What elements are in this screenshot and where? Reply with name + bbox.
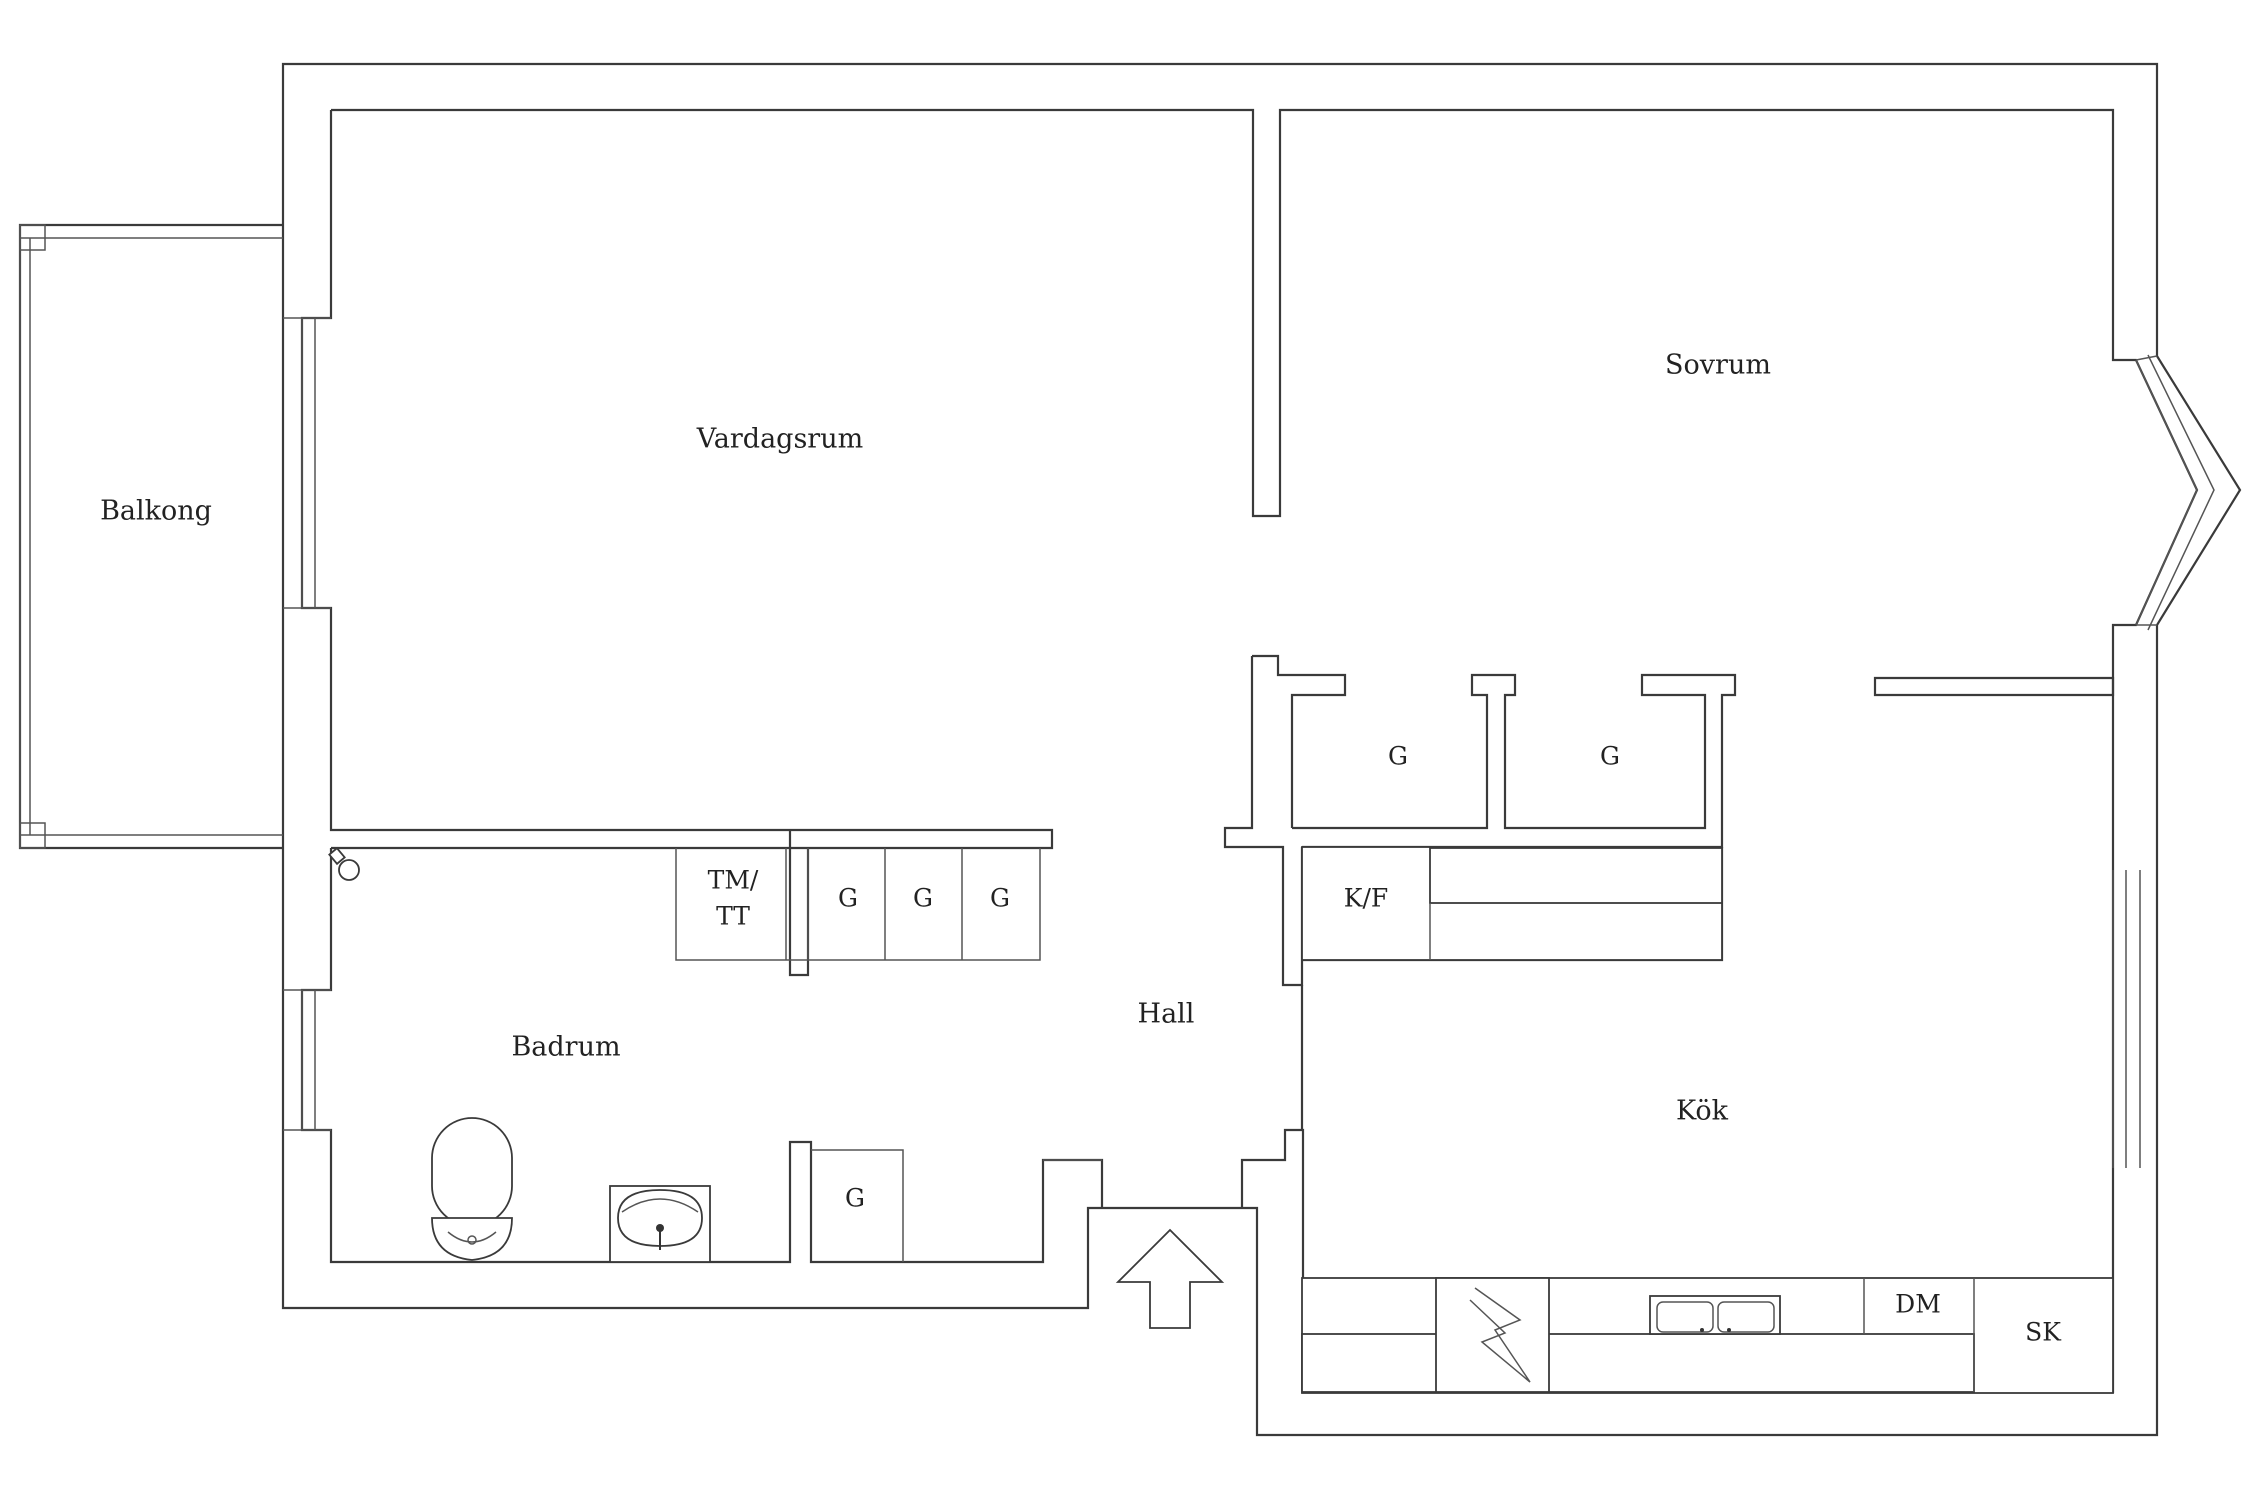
room-label-vardagsrum: Vardagsrum <box>696 424 863 455</box>
room-label-sovrum: Sovrum <box>1665 350 1771 381</box>
room-label-hall: Hall <box>1138 999 1195 1030</box>
balcony-outline <box>18 223 283 850</box>
wardrobe-label: G <box>838 884 858 913</box>
room-label-kok: Kök <box>1676 1096 1729 1127</box>
washer-dryer-label-line1: TM/ <box>708 866 759 895</box>
room-label-balkong: Balkong <box>100 496 212 527</box>
entrance-arrow-icon <box>1115 1228 1225 1329</box>
cabinet-label: SK <box>2025 1318 2062 1347</box>
toilet-icon <box>431 1117 513 1261</box>
kitchen-sink-icon <box>1649 1295 1781 1335</box>
wardrobe-label: G <box>1600 742 1620 771</box>
washbasin-icon <box>609 1185 711 1263</box>
wardrobe-label: G <box>845 1184 865 1213</box>
room-label-badrum: Badrum <box>511 1032 620 1063</box>
shower-head-icon <box>328 846 360 881</box>
wardrobe-label: G <box>990 884 1010 913</box>
wardrobe-label: G <box>913 884 933 913</box>
stove-lightning-icon <box>1469 1287 1531 1383</box>
washer-dryer-label-line2: TT <box>716 902 750 931</box>
dishwasher-label: DM <box>1895 1290 1941 1319</box>
kitchen-counters <box>1301 846 2114 1394</box>
fridge-freezer-label: K/F <box>1344 884 1388 913</box>
outer-walls <box>281 62 2242 1437</box>
interior-walls <box>675 654 2115 1262</box>
wardrobe-label: G <box>1388 742 1408 771</box>
